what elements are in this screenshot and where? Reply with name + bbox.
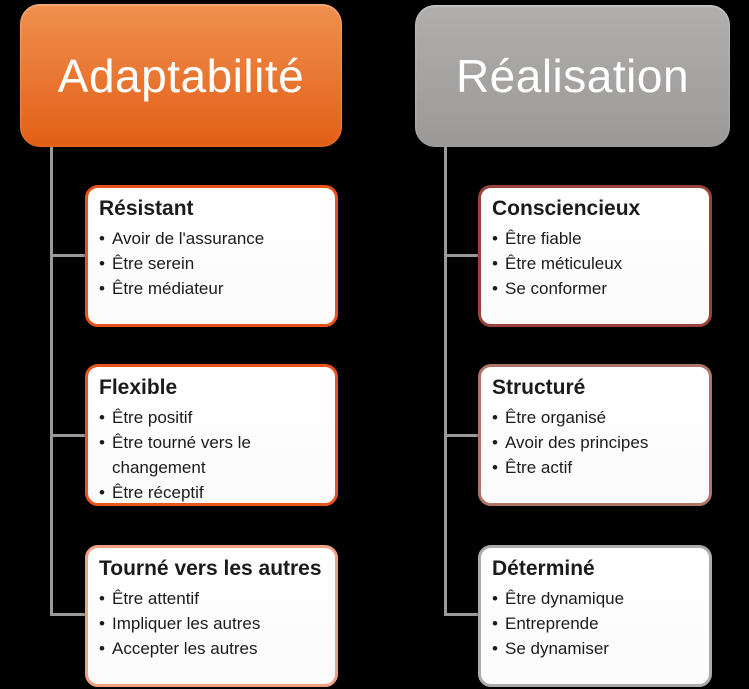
category-title: Tourné vers les autres — [99, 557, 322, 580]
connector-stub — [444, 254, 479, 257]
bullet-text: Être actif — [505, 458, 573, 477]
bullet-dot-icon: • — [492, 408, 498, 427]
bullet-item: • Être réceptif — [99, 480, 327, 505]
bullet-list: • Avoir de l'assurance • Être serein • Ê… — [99, 226, 327, 301]
bullet-text: Accepter les autres — [112, 639, 258, 658]
bullet-item: • Se dynamiser — [492, 636, 701, 661]
bullet-dot-icon: • — [99, 614, 105, 633]
bullet-dot-icon: • — [492, 458, 498, 477]
bullet-list: • Être positif • Être tourné vers le cha… — [99, 405, 327, 505]
bullet-list: • Être organisé • Avoir des principes • … — [492, 405, 701, 480]
bullet-text: Être dynamique — [505, 589, 625, 608]
category-title: Résistant — [99, 197, 194, 220]
bullet-dot-icon: • — [99, 229, 105, 248]
bullet-text: Avoir des principes — [505, 433, 649, 452]
bullet-text: Être réceptif — [112, 483, 204, 502]
connector-vertical-left — [50, 147, 53, 615]
category-box-resistant: Résistant • Avoir de l'assurance • Être … — [85, 185, 338, 327]
category-box-flexible: Flexible • Être positif • Être tourné ve… — [85, 364, 338, 506]
bullet-dot-icon: • — [99, 483, 105, 502]
bullet-item: • Être fiable — [492, 226, 701, 251]
category-title: Consciencieux — [492, 197, 641, 220]
bullet-dot-icon: • — [99, 408, 105, 427]
bullet-dot-icon: • — [99, 639, 105, 658]
bullet-dot-icon: • — [492, 254, 498, 273]
bullet-item: • Accepter les autres — [99, 636, 327, 661]
bullet-text: Se conformer — [505, 279, 608, 298]
header-adaptabilite-label: Adaptabilité — [57, 49, 305, 102]
bullet-dot-icon: • — [492, 639, 498, 658]
header-realisation: Réalisation — [415, 5, 730, 147]
bullet-item: • Être attentif — [99, 586, 327, 611]
bullet-text: Entreprende — [505, 614, 599, 633]
category-box-structure: Structuré • Être organisé • Avoir des pr… — [478, 364, 712, 506]
bullet-text: Être serein — [112, 254, 195, 273]
bullet-text: Être positif — [112, 408, 193, 427]
bullet-text: Être fiable — [505, 229, 582, 248]
bullet-dot-icon: • — [492, 614, 498, 633]
bullet-list: • Être fiable • Être méticuleux • Se con… — [492, 226, 701, 301]
bullet-dot-icon: • — [492, 433, 498, 452]
connector-stub — [444, 434, 479, 437]
category-box-consciencieux: Consciencieux • Être fiable • Être métic… — [478, 185, 712, 327]
bullet-list: • Être dynamique • Entreprende • Se dyna… — [492, 586, 701, 661]
bullet-item: • Être dynamique — [492, 586, 701, 611]
connector-stub — [50, 613, 86, 616]
bullet-item: • Être organisé — [492, 405, 701, 430]
bullet-text: Être tourné vers le changement — [112, 433, 251, 477]
header-adaptabilite: Adaptabilité — [20, 4, 342, 147]
bullet-text: Impliquer les autres — [112, 614, 261, 633]
bullet-item: • Être méticuleux — [492, 251, 701, 276]
bullet-item: • Être tourné vers le changement — [99, 430, 327, 480]
bullet-item: • Impliquer les autres — [99, 611, 327, 636]
bullet-item: • Être serein — [99, 251, 327, 276]
bullet-dot-icon: • — [492, 229, 498, 248]
category-title: Déterminé — [492, 557, 595, 580]
category-box-tourne-vers-les-autres: Tourné vers les autres • Être attentif •… — [85, 545, 338, 687]
bullet-item: • Se conformer — [492, 276, 701, 301]
bullet-dot-icon: • — [492, 279, 498, 298]
header-realisation-label: Réalisation — [455, 50, 690, 102]
bullet-dot-icon: • — [99, 279, 105, 298]
bullet-item: • Entreprende — [492, 611, 701, 636]
bullet-text: Être méticuleux — [505, 254, 623, 273]
connector-stub — [50, 434, 86, 437]
bullet-dot-icon: • — [99, 433, 105, 452]
bullet-list: • Être attentif • Impliquer les autres •… — [99, 586, 327, 661]
bullet-dot-icon: • — [492, 589, 498, 608]
category-title: Structuré — [492, 376, 586, 399]
bullet-text: Être attentif — [112, 589, 199, 608]
bullet-item: • Être positif — [99, 405, 327, 430]
category-box-determine: Déterminé • Être dynamique • Entreprende… — [478, 545, 712, 687]
bullet-text: Avoir de l'assurance — [112, 229, 265, 248]
bullet-item: • Avoir des principes — [492, 430, 701, 455]
bullet-item: • Être médiateur — [99, 276, 327, 301]
category-title: Flexible — [99, 376, 178, 399]
bullet-text: Se dynamiser — [505, 639, 609, 658]
bullet-item: • Être actif — [492, 455, 701, 480]
bullet-dot-icon: • — [99, 254, 105, 273]
bullet-text: Être médiateur — [112, 279, 224, 298]
connector-vertical-right — [444, 147, 447, 615]
connector-stub — [444, 613, 479, 616]
bullet-text: Être organisé — [505, 408, 607, 427]
bullet-dot-icon: • — [99, 589, 105, 608]
connector-stub — [50, 254, 86, 257]
bullet-item: • Avoir de l'assurance — [99, 226, 327, 251]
